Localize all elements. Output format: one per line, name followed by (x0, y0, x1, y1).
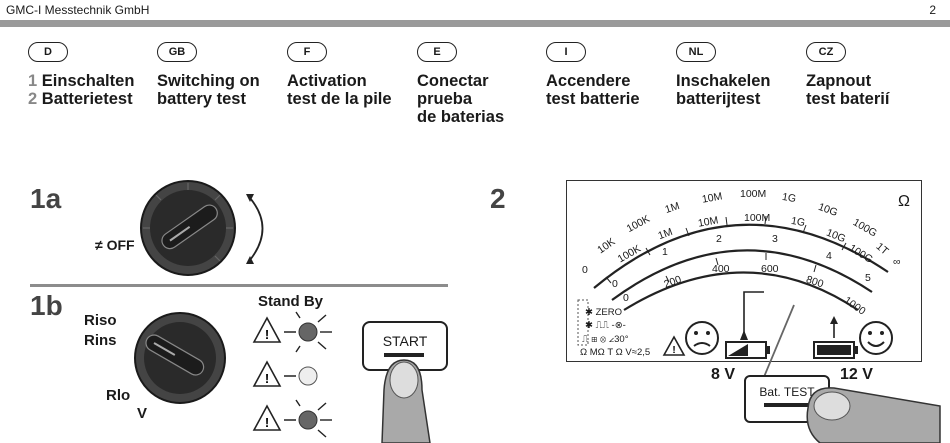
lang-col-nl: NL Inschakelen batterijtest (676, 42, 801, 108)
lang-col-d: D 1 Einschalten 2 Batterietest (28, 42, 153, 108)
scale-ohm-tick: 100M (740, 188, 767, 200)
scale-volt-tick: 600 (761, 263, 779, 275)
scale-ohm-tick: 1G (781, 190, 797, 206)
sad-face-icon (685, 321, 719, 355)
warning-icon: ! (252, 360, 282, 387)
scale-ohm-tick: ∞ (893, 256, 901, 268)
scale-num-tick: 4 (826, 250, 832, 262)
svg-text:!: ! (265, 327, 269, 342)
header-bar (0, 20, 950, 27)
title-line2: batterijtest (676, 90, 761, 108)
legend-units: Ω MΩ T Ω V≈2,5 (580, 347, 651, 358)
bat-test-button[interactable]: Bat. TEST (744, 375, 830, 423)
rotary-switch-1a (140, 180, 264, 276)
lang-title-i: Accendere test batterie (546, 72, 671, 108)
title-line1: Activation (287, 72, 367, 90)
figure-label-2: 2 (490, 183, 506, 214)
scale-ohm-tick: 0 (582, 264, 588, 276)
title-line2: Batterietest (41, 90, 133, 108)
battery-high-label: 12 V (840, 366, 873, 383)
title-line2: prueba (417, 90, 473, 108)
figure-label-1b: 1b (30, 290, 63, 321)
bat-test-button-label: Bat. TEST (759, 385, 815, 399)
step-num-1: 1 (28, 72, 38, 90)
title-line1: Switching on (157, 72, 260, 90)
lang-badge-gb: GB (157, 42, 197, 62)
scale-volt-tick: 0 (623, 292, 629, 304)
svg-text:!: ! (265, 371, 269, 386)
scale-num-tick: 5 (865, 272, 871, 284)
standby-label: Stand By (258, 293, 324, 310)
lang-badge-nl: NL (676, 42, 716, 62)
legend-angle: 30° (614, 334, 629, 345)
lang-col-f: F Activation test de la pile (287, 42, 412, 108)
lang-title-d: 1 Einschalten 2 Batterietest (28, 72, 153, 108)
off-label: ≠ OFF (95, 237, 135, 253)
legend-zero-text: ZERO (595, 307, 622, 318)
lang-title-f: Activation test de la pile (287, 72, 412, 108)
title-line2: test baterií (806, 90, 890, 108)
title-line2: test batterie (546, 90, 640, 108)
legend-zero: ✱ ZERO (585, 307, 622, 318)
scale-num-tick: 2 (716, 233, 722, 245)
standby-indicators: ! ! ! (252, 311, 332, 438)
lang-badge-e: E (417, 42, 457, 62)
title-line2: battery test (157, 90, 246, 108)
scale-mid-tick: 1G (790, 214, 806, 230)
title-line1: Accendere (546, 72, 631, 90)
title-line3: de baterias (417, 108, 505, 126)
scale-num-tick: 1 (662, 246, 668, 258)
rlo-label: Rlo (106, 387, 131, 404)
svg-text:!: ! (265, 415, 269, 430)
lang-badge-d: D (28, 42, 68, 62)
lang-badge-i: I (546, 42, 586, 62)
step-num-2: 2 (28, 90, 38, 108)
start-button-line (384, 353, 424, 357)
bat-test-button-line (764, 403, 810, 407)
lang-badge-f: F (287, 42, 327, 62)
figure-label-1a: 1a (30, 183, 62, 214)
title-line1: Conectar (417, 72, 489, 90)
battery-low-icon (725, 341, 770, 359)
lang-col-gb: GB Switching on battery test (157, 42, 282, 108)
scale-volt-tick: 400 (712, 263, 730, 275)
lang-title-cz: Zapnout test baterií (806, 72, 931, 108)
legend-symbols: ⎍ ⊞ ⊗ ∠30° (582, 334, 629, 345)
meter-scales: ! (577, 215, 893, 421)
lang-title-e: Conectar prueba de baterias (417, 72, 542, 126)
company-name: GMC-I Messtechnik GmbH (6, 3, 150, 17)
finger-press-start (381, 359, 431, 443)
start-button-label: START (382, 333, 428, 349)
finger-press-bat-test (806, 387, 941, 443)
battery-low-label: 8 V (711, 366, 736, 383)
riso-label: Riso (84, 312, 117, 329)
warning-icon: ! (662, 335, 686, 356)
lang-col-e: E Conectar prueba de baterias (417, 42, 542, 126)
lang-title-gb: Switching on battery test (157, 72, 282, 108)
lang-col-cz: CZ Zapnout test baterií (806, 42, 931, 108)
ohm-symbol: Ω (898, 193, 910, 210)
warning-icon: ! (252, 316, 282, 343)
lang-col-i: I Accendere test batterie (546, 42, 671, 108)
title-line2: test de la pile (287, 90, 392, 108)
title-line1: Inschakelen (676, 72, 771, 90)
lang-title-nl: Inschakelen batterijtest (676, 72, 801, 108)
page-number: 2 (929, 3, 936, 17)
title-line1: Einschalten (41, 72, 135, 90)
v-label: V (137, 405, 148, 422)
legend-wave: ✱ ⎍⎍ -⊗- (585, 320, 626, 331)
title-line1: Zapnout (806, 72, 872, 90)
lang-badge-cz: CZ (806, 42, 846, 62)
figure-divider (30, 284, 448, 287)
svg-text:!: ! (672, 345, 675, 356)
scale-num-tick: 3 (772, 233, 778, 245)
happy-face-icon (859, 321, 893, 355)
scale-mid-tick: 100M (744, 212, 771, 224)
scale-num-tick: 0 (612, 278, 618, 290)
warning-icon: ! (252, 404, 282, 431)
battery-full-icon (813, 341, 858, 359)
rotary-switch-1b (134, 312, 226, 404)
rins-label: Rins (84, 332, 117, 349)
